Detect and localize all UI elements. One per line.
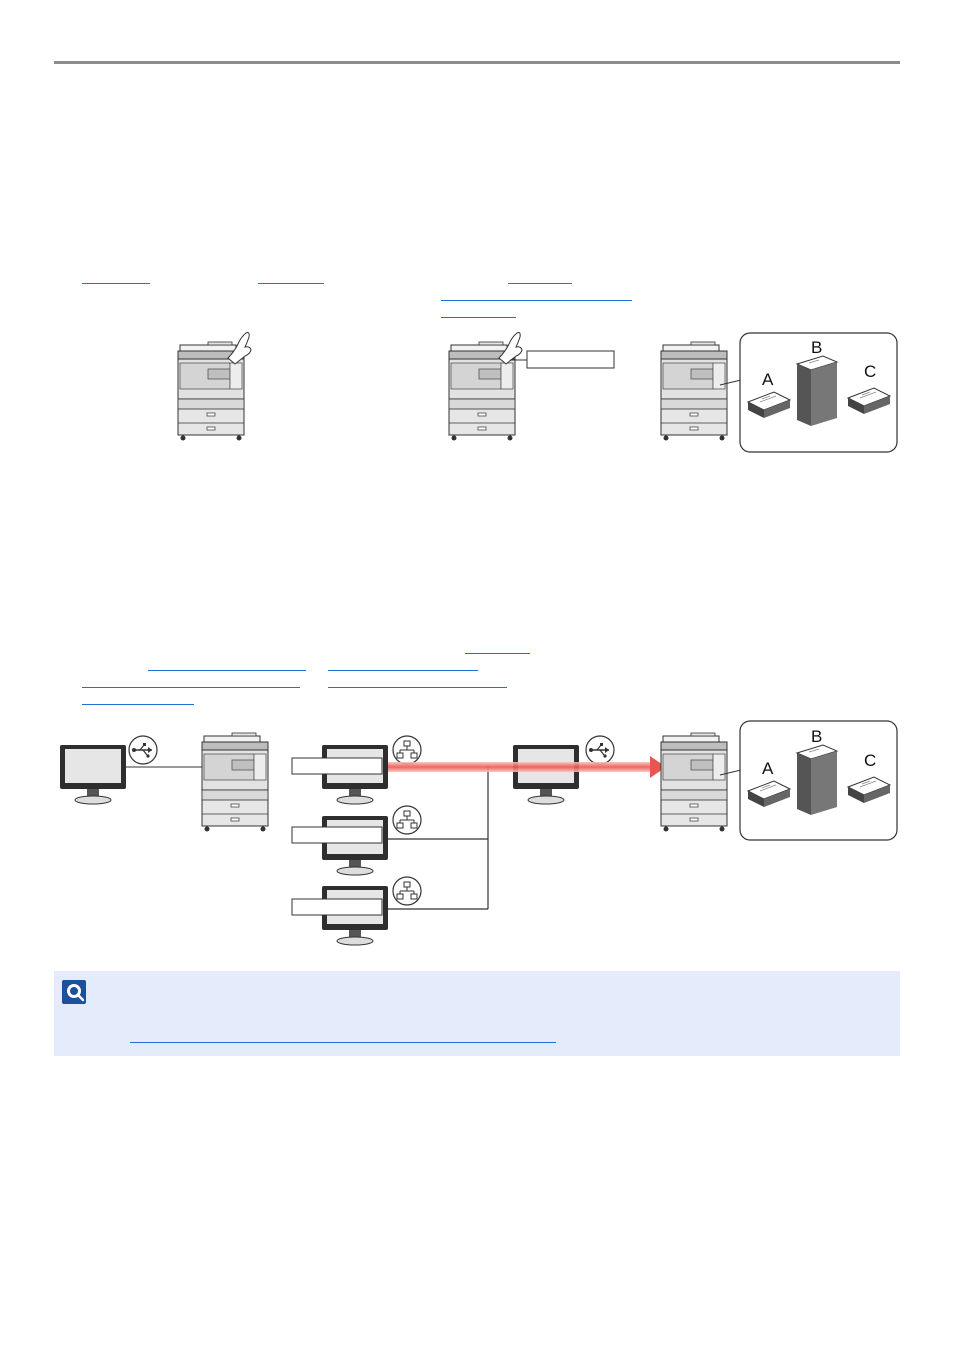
hand-icon bbox=[227, 332, 252, 365]
stack-b bbox=[796, 744, 838, 816]
server-pc bbox=[512, 744, 580, 805]
stack-b bbox=[796, 355, 838, 427]
printer-local bbox=[201, 732, 269, 832]
pc-usb bbox=[59, 744, 127, 805]
note-icon bbox=[62, 980, 86, 1004]
link-underline[interactable] bbox=[465, 653, 530, 654]
link-underline[interactable] bbox=[508, 283, 572, 284]
stack-label-c: C bbox=[864, 362, 876, 381]
link-underline[interactable] bbox=[82, 704, 194, 705]
stack-label-b: B bbox=[811, 727, 822, 746]
stack-label-b: B bbox=[811, 338, 822, 357]
link-underline[interactable] bbox=[328, 670, 478, 671]
pc-label-box bbox=[291, 898, 383, 916]
usb-icon bbox=[128, 735, 158, 765]
link-underline[interactable] bbox=[441, 317, 516, 318]
pc-label-box bbox=[291, 826, 383, 844]
link-underline[interactable] bbox=[441, 300, 632, 301]
usb-icon bbox=[585, 735, 615, 765]
network-icon bbox=[392, 805, 422, 835]
callout-box bbox=[526, 350, 615, 369]
link-underline[interactable] bbox=[328, 687, 507, 688]
pc-network-2 bbox=[321, 815, 389, 876]
stack-label-a: A bbox=[762, 759, 774, 778]
link-underline[interactable] bbox=[82, 687, 300, 688]
header-rule bbox=[54, 61, 900, 64]
link-underline[interactable] bbox=[258, 283, 324, 284]
printer-3 bbox=[660, 341, 728, 441]
hand-icon bbox=[498, 332, 523, 365]
note-link-underline[interactable] bbox=[130, 1042, 556, 1043]
stack-label-c: C bbox=[864, 751, 876, 770]
arrow-head-icon bbox=[650, 756, 666, 778]
print-arrow bbox=[388, 762, 650, 772]
note-box bbox=[54, 971, 900, 1056]
link-underline[interactable] bbox=[82, 283, 150, 284]
network-icon bbox=[392, 735, 422, 765]
printer-shared bbox=[660, 732, 728, 832]
link-underline[interactable] bbox=[148, 670, 306, 671]
network-icon bbox=[392, 876, 422, 906]
pc-label-box bbox=[291, 757, 383, 775]
stack-label-a: A bbox=[762, 370, 774, 389]
